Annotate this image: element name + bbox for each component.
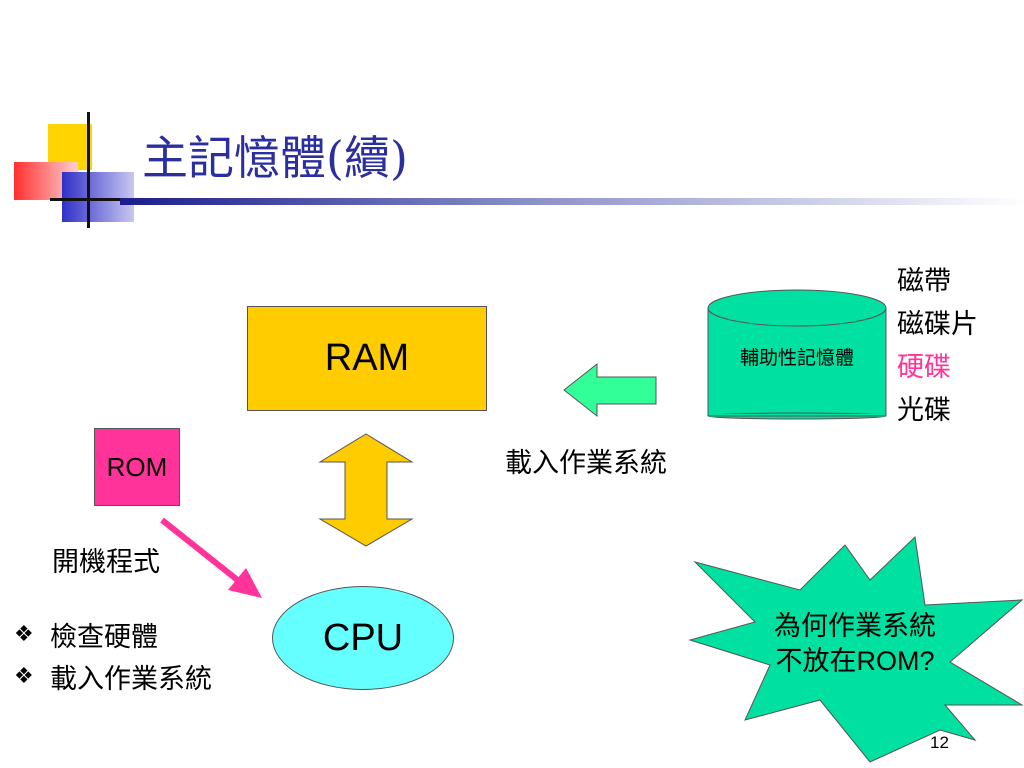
bidirectional-arrow: [318, 433, 414, 547]
bullet-text: 載入作業系統: [50, 664, 212, 695]
rom-to-cpu-arrow: [160, 517, 262, 598]
media-item-floppy: 磁碟片: [897, 309, 978, 340]
ram-box: RAM: [247, 306, 487, 411]
diamond-bullet-icon: ❖: [14, 664, 34, 689]
load-os-label: 載入作業系統: [505, 448, 667, 479]
title-underline: [120, 198, 1024, 205]
diamond-bullet-icon: ❖: [14, 622, 34, 647]
bullet-check-hardware: ❖ 檢查硬體: [14, 615, 158, 654]
storage-cylinder: [707, 289, 887, 420]
title-ornament: [14, 112, 134, 228]
rom-label: ROM: [106, 451, 168, 482]
ornament-horizontal-line: [50, 198, 130, 201]
ornament-vertical-line: [87, 112, 90, 228]
media-item-harddisk: 硬碟: [897, 352, 951, 383]
ornament-blue-square: [62, 172, 134, 222]
slide-title: 主記憶體(續): [142, 131, 408, 185]
left-arrow: [563, 362, 657, 418]
cpu-label: CPU: [322, 616, 404, 659]
rom-box: ROM: [94, 428, 180, 506]
boot-program-label: 開機程式: [52, 547, 160, 578]
question-starburst: [688, 535, 1024, 763]
cpu-oval: CPU: [272, 586, 454, 690]
page-number: 12: [930, 733, 949, 752]
bullet-text: 檢查硬體: [50, 622, 158, 653]
secondary-storage-label: 輔助性記憶體: [739, 347, 854, 369]
question-text: 為何作業系統 不放在ROM?: [740, 610, 970, 679]
question-line-2: 不放在ROM?: [740, 644, 970, 679]
media-item-cd: 光碟: [897, 395, 951, 426]
question-line-2-suffix: ROM?: [856, 646, 935, 676]
ram-label: RAM: [324, 337, 410, 379]
bullet-load-os: ❖ 載入作業系統: [14, 657, 212, 696]
question-line-1: 為何作業系統: [774, 611, 936, 642]
media-item-tape: 磁帶: [897, 266, 951, 297]
question-line-2-prefix: 不放在: [775, 646, 857, 677]
